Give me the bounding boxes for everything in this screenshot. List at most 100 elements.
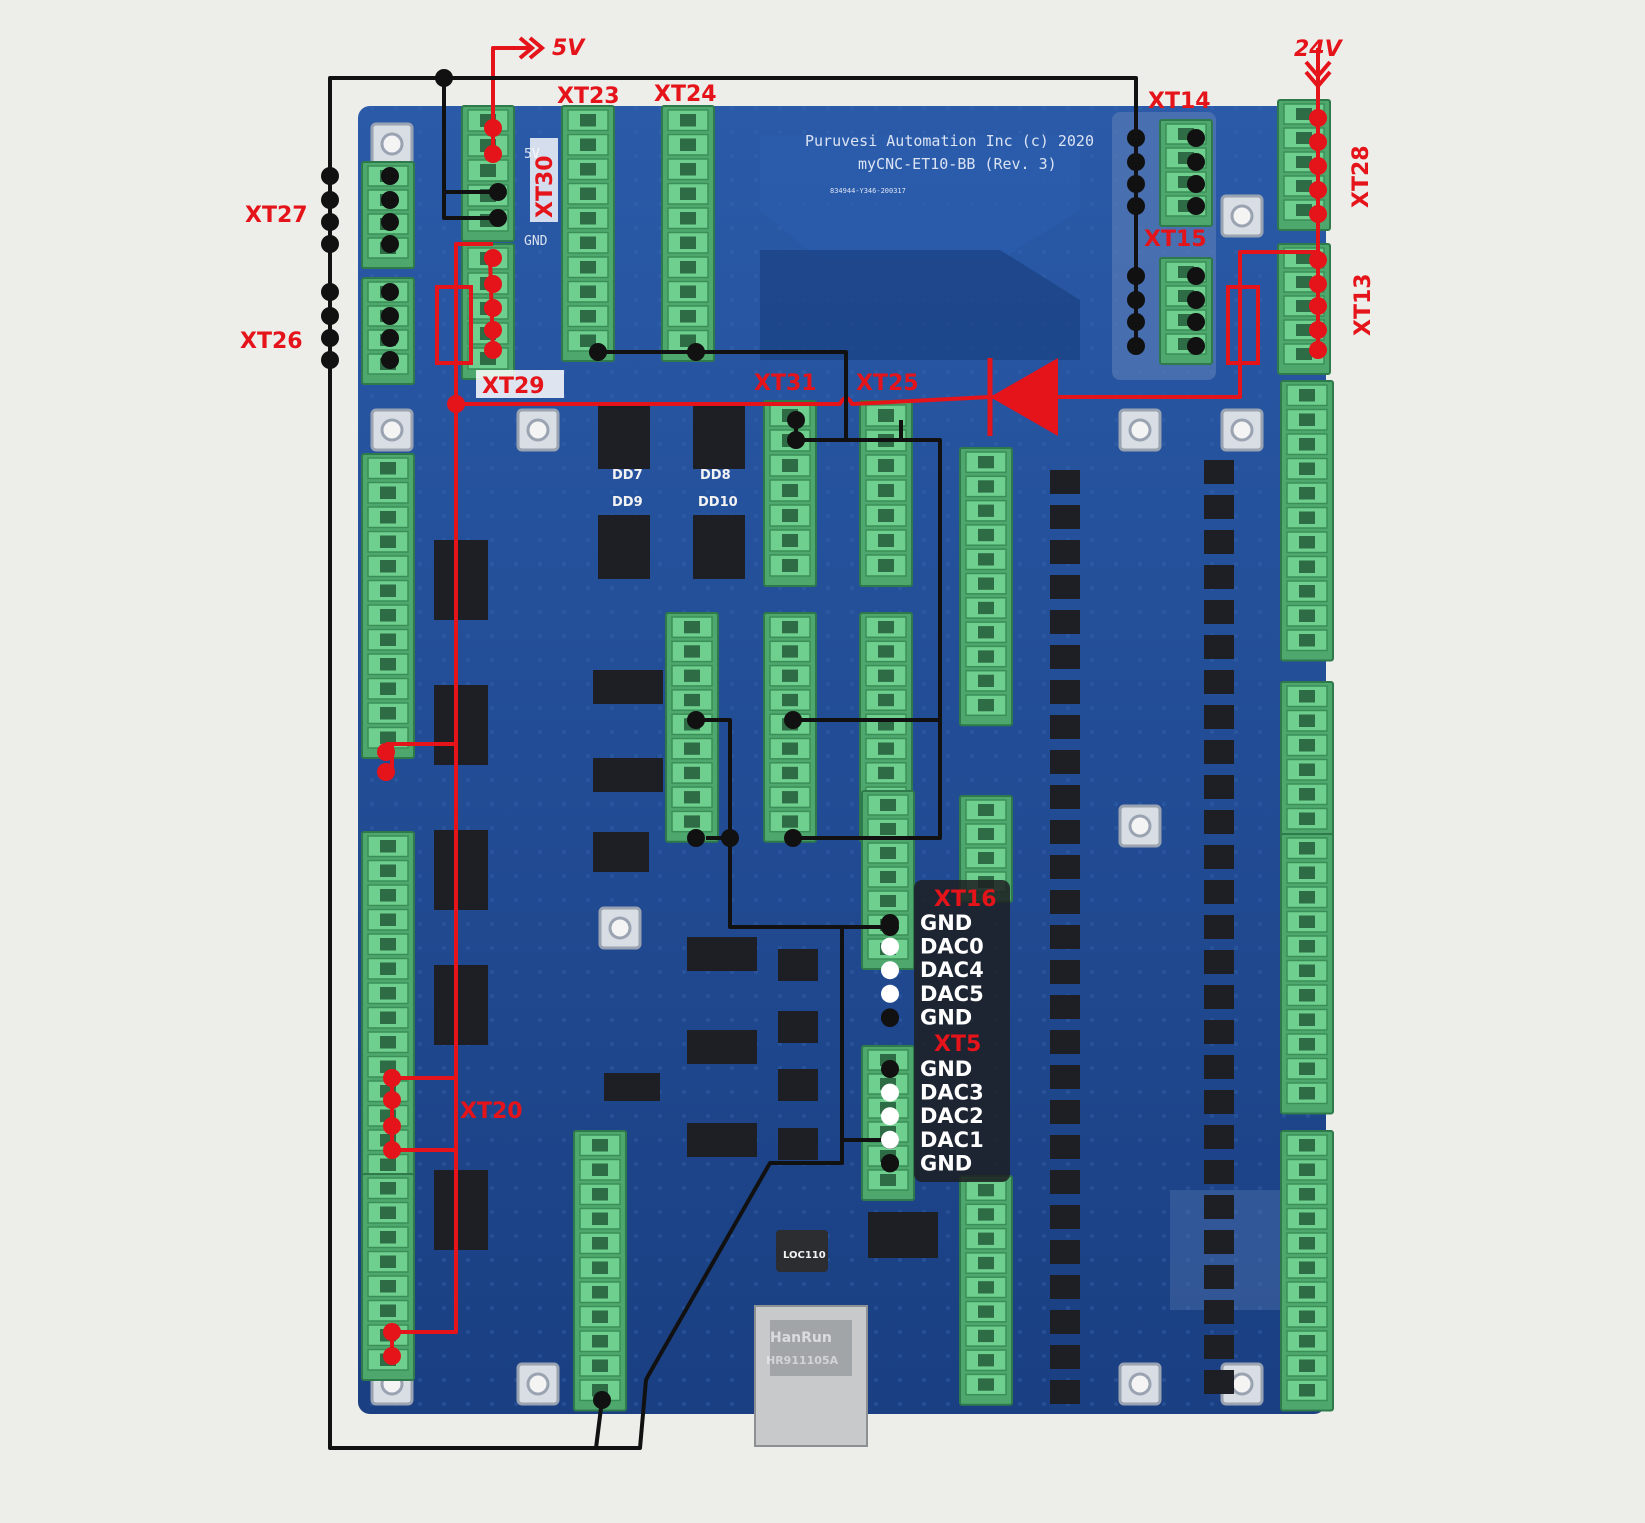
optocoupler <box>1204 810 1234 834</box>
optocoupler <box>1204 845 1234 869</box>
red-connection-dot <box>1309 341 1327 359</box>
gnd-connection-dot <box>321 213 339 231</box>
gnd-connection-dot <box>687 711 705 729</box>
gnd-connection-dot <box>1187 291 1205 309</box>
pin-label: GND <box>920 1151 972 1175</box>
optocoupler <box>1204 1300 1234 1324</box>
optocoupler <box>1050 855 1080 879</box>
board-maker-silk: Puruvesi Automation Inc (c) 2020 <box>805 132 1094 150</box>
terminal-blocks <box>361 99 1334 1412</box>
label-xt16: XT16 <box>934 887 997 912</box>
optocoupler <box>1050 750 1080 774</box>
gnd-connection-dot <box>321 235 339 253</box>
red-connection-dot <box>377 763 395 781</box>
pin-dot <box>881 1130 899 1149</box>
terminal-block-xt25 <box>859 400 913 587</box>
gnd-connection-dot <box>787 431 805 449</box>
optocoupler <box>1050 1275 1080 1299</box>
optocoupler-silk: LOC110 <box>783 1250 826 1261</box>
red-connection-dot <box>447 395 465 413</box>
connection-dots <box>321 69 1327 1409</box>
ic-label-dd10: DD10 <box>698 495 738 510</box>
gnd-connection-dot <box>1187 337 1205 355</box>
terminal-block-xt10 <box>959 1175 1013 1406</box>
label-5v: 5V <box>552 36 586 61</box>
terminal-block-xt23 <box>561 105 615 362</box>
gnd-connection-dot <box>321 351 339 369</box>
optocoupler <box>1050 820 1080 844</box>
pin-label: DAC2 <box>920 1104 984 1128</box>
ic-label-dd9: DD9 <box>612 495 643 510</box>
label-xt27: XT27 <box>245 203 308 228</box>
red-connection-dot <box>383 1323 401 1341</box>
pin-dot <box>881 1107 899 1126</box>
label-xt29: XT29 <box>482 374 545 399</box>
pin-label: DAC5 <box>920 982 984 1006</box>
optocoupler <box>1204 635 1234 659</box>
pin-label: GND <box>920 911 972 935</box>
optocoupler <box>1204 530 1234 554</box>
optocoupler <box>1204 600 1234 624</box>
pin-dot <box>881 914 899 932</box>
label-xt30: XT30 <box>533 155 558 218</box>
gnd-connection-dot <box>489 209 507 227</box>
optocoupler <box>1050 505 1080 529</box>
terminal-block-xt8 <box>1280 1130 1334 1412</box>
gnd-connection-dot <box>1127 129 1145 147</box>
optocoupler <box>1050 540 1080 564</box>
red-connection-dot <box>484 299 502 317</box>
gnd-connection-dot <box>381 329 399 347</box>
label-24v: 24V <box>1294 37 1344 62</box>
rj45-model-silk: HR911105A <box>766 1354 839 1367</box>
label-xt13: XT13 <box>1351 273 1376 336</box>
gnd-connection-dot <box>1187 267 1205 285</box>
optocoupler <box>1050 925 1080 949</box>
optocoupler <box>1204 1265 1234 1289</box>
optocoupler <box>1204 915 1234 939</box>
gnd-connection-dot <box>1187 197 1205 215</box>
label-xt28: XT28 <box>1349 145 1374 208</box>
pin-label: GND <box>920 1057 972 1081</box>
optocoupler <box>1050 960 1080 984</box>
label-xt26: XT26 <box>240 329 303 354</box>
optocoupler <box>1050 1170 1080 1194</box>
terminal-block-xt21 <box>1280 380 1334 662</box>
gnd-connection-dot <box>489 183 507 201</box>
gnd-connection-dot <box>321 167 339 185</box>
pin-dot <box>881 1154 899 1173</box>
red-connection-dot <box>1309 275 1327 293</box>
terminal-block-xt18 <box>361 831 415 1186</box>
gnd-connection-dot <box>381 351 399 369</box>
optocoupler <box>1204 985 1234 1009</box>
gnd-connection-dot <box>1127 291 1145 309</box>
red-connection-dot <box>1309 297 1327 315</box>
terminal-block-xt9 <box>1280 833 1334 1115</box>
red-connection-dot <box>484 119 502 137</box>
red-connection-dot <box>1309 321 1327 339</box>
fuse-xt13 <box>1226 285 1260 365</box>
red-connection-dot <box>1309 109 1327 127</box>
optocoupler <box>1204 1090 1234 1114</box>
optocoupler <box>1050 645 1080 669</box>
red-connection-dot <box>1309 205 1327 223</box>
terminal-block-xt1 <box>665 612 719 843</box>
red-connection-dot <box>1309 157 1327 175</box>
gnd-connection-dot <box>321 307 339 325</box>
optocoupler <box>1204 1125 1234 1149</box>
red-connection-dot <box>484 145 502 163</box>
pin-label: DAC1 <box>920 1128 984 1152</box>
board-serial-silk: 834944-Y346-200317 <box>830 187 906 195</box>
optocoupler <box>1204 880 1234 904</box>
gnd-connection-dot <box>1187 313 1205 331</box>
optocoupler <box>1204 1020 1234 1044</box>
red-connection-dot <box>377 743 395 761</box>
red-connection-dot <box>383 1141 401 1159</box>
pin-dot <box>881 937 899 956</box>
label-xt31: XT31 <box>754 371 817 396</box>
gnd-connection-dot <box>381 213 399 231</box>
optocoupler <box>1050 785 1080 809</box>
mounting-holes <box>370 122 1264 1406</box>
optocoupler <box>1204 775 1234 799</box>
